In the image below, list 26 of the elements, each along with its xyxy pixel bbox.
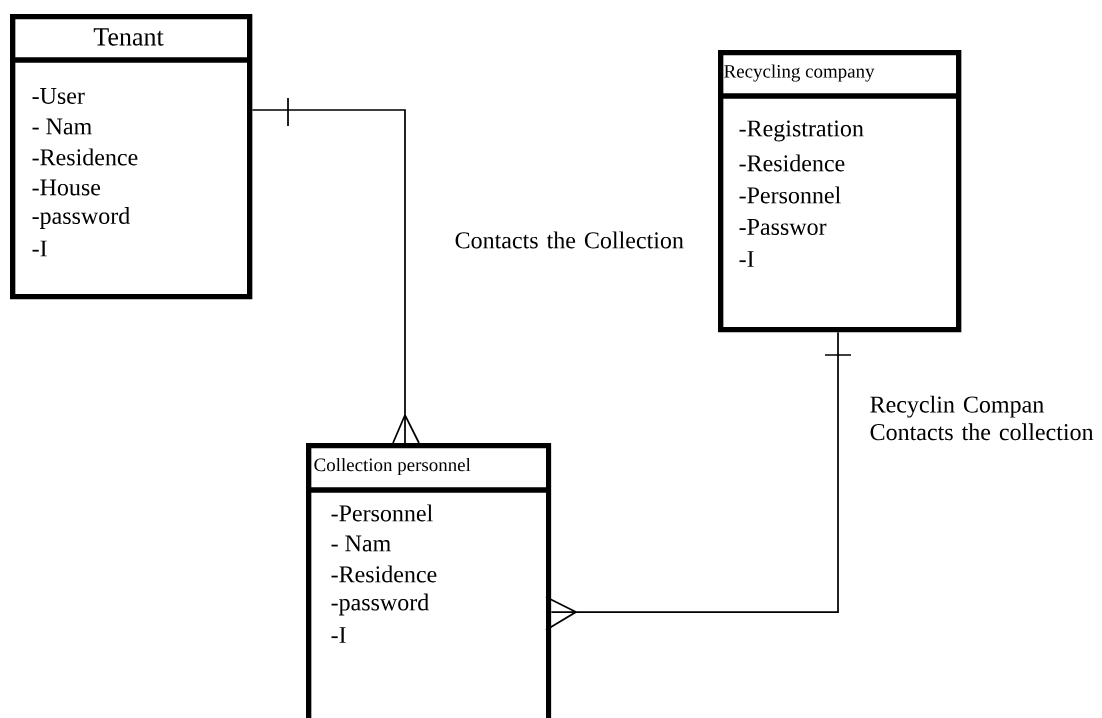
attribute-text: - Nam <box>331 535 391 552</box>
entity-name: Tenant <box>93 28 164 46</box>
attribute-text: -password <box>32 207 130 229</box>
attribute-text: -I <box>331 627 346 643</box>
attribute-text: -Registration <box>739 120 864 142</box>
entity-box <box>306 443 552 718</box>
attribute-text: -Personnel <box>739 186 841 204</box>
attribute-text: -Residence <box>331 565 437 583</box>
attribute-text: - Nam <box>32 118 92 135</box>
attribute-text: -Residence <box>739 154 845 172</box>
relationship-line <box>251 97 420 444</box>
attribute-text: -I <box>739 251 754 267</box>
attribute-text: -I <box>32 240 47 257</box>
relationship-line <box>545 331 852 631</box>
entity-name: Collection personnel <box>314 457 471 476</box>
entity-box <box>10 14 253 300</box>
attribute-text: -Personnel <box>331 504 433 522</box>
attribute-text: -password <box>331 593 429 616</box>
edge-label: Contacts the Collection <box>453 230 690 250</box>
entity-name: Recycling company <box>724 64 875 82</box>
attribute-text: -User <box>32 88 85 104</box>
attribute-text: -Residence <box>32 148 138 166</box>
edge-label: Recyclin Compan Contacts the collection <box>868 394 1102 442</box>
entity-box <box>718 50 962 333</box>
attribute-text: -House <box>32 179 101 196</box>
attribute-text: -Passwor <box>739 219 827 235</box>
